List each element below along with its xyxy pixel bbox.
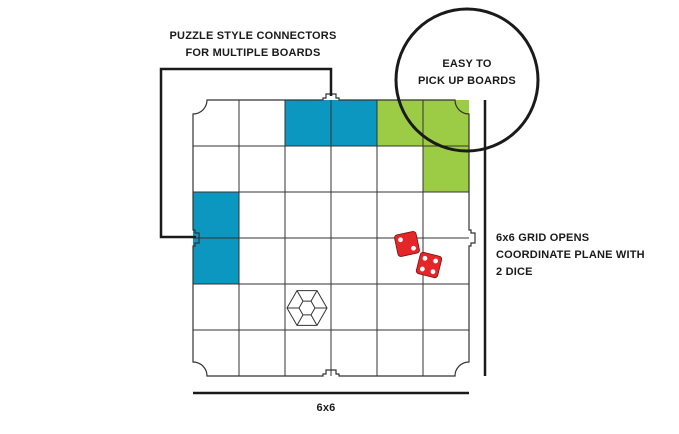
- dice-icon: [394, 231, 420, 257]
- dimension-label: 6x6: [296, 400, 356, 417]
- hexagon-spoke: [296, 290, 304, 302]
- highlight-cell-blue: [331, 100, 377, 146]
- hexagon-spoke: [310, 314, 318, 326]
- die-face: [415, 251, 443, 279]
- connectors-label: PUZZLE STYLE CONNECTORS FOR MULTIPLE BOA…: [168, 28, 338, 62]
- die-pip: [411, 245, 416, 251]
- pickup-label-line-1: EASY TO: [442, 58, 492, 70]
- board-outline: [192, 93, 476, 377]
- callout-lines: [159, 67, 487, 395]
- grid-opens-label: 6x6 GRID OPENS COORDINATE PLANE WITH 2 D…: [496, 230, 666, 281]
- pickup-label: EASY TO PICK UP BOARDS: [402, 56, 532, 90]
- connectors-label-line-1: PUZZLE STYLE CONNECTORS: [169, 30, 337, 42]
- hexagon-token-icon: [286, 290, 328, 326]
- die-pip: [430, 269, 436, 275]
- die-face: [394, 231, 420, 257]
- dice: [394, 231, 443, 279]
- hexagon-spoke: [296, 314, 304, 326]
- highlight-cell-blue: [193, 238, 239, 284]
- highlight-cell-green: [423, 100, 469, 146]
- pickup-circle-ring: [394, 7, 540, 153]
- highlight-cell-blue: [285, 100, 331, 146]
- highlight-cell-blue: [193, 192, 239, 238]
- die-pip: [398, 237, 403, 243]
- pickup-label-line-2: PICK UP BOARDS: [418, 75, 516, 87]
- grid-opens-label-line-3: 2 DICE: [496, 266, 533, 278]
- grid-lines: [193, 100, 469, 376]
- connectors-label-line-2: FOR MULTIPLE BOARDS: [185, 47, 321, 59]
- highlight-cells: [193, 100, 469, 284]
- highlight-cell-green: [423, 146, 469, 192]
- grid-opens-label-line-2: COORDINATE PLANE WITH: [496, 249, 645, 261]
- die-pip: [422, 255, 428, 261]
- dice-icon: [415, 251, 443, 279]
- pickup-circle: [394, 7, 540, 153]
- grid-opens-label-line-1: 6x6 GRID OPENS: [496, 232, 590, 244]
- die-pip: [433, 258, 439, 264]
- dimension-label-text: 6x6: [316, 402, 336, 414]
- connector-callout-line: [159, 67, 333, 239]
- hexagon-spoke: [310, 290, 318, 302]
- die-pip: [419, 266, 425, 272]
